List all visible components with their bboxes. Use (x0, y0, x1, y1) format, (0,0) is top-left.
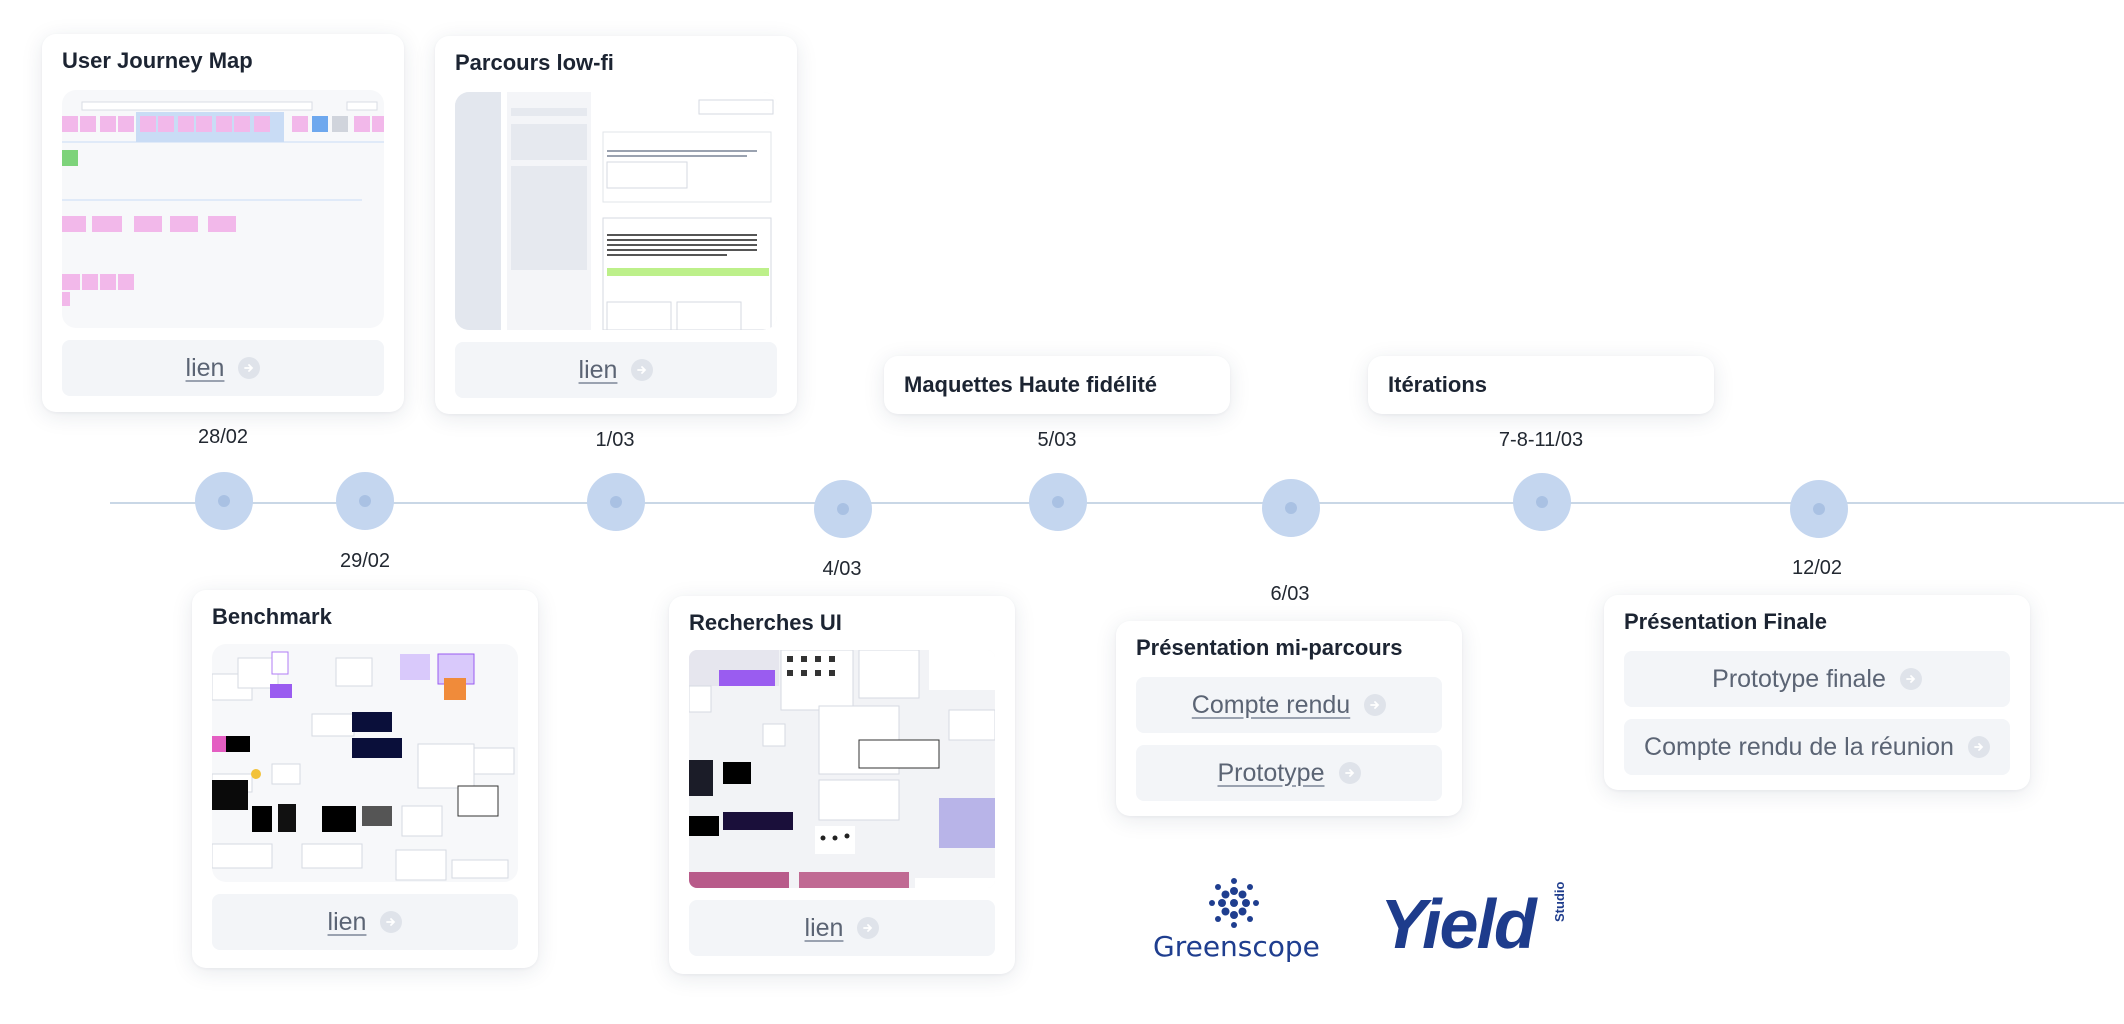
card-presentation-mi-parcours: Présentation mi-parcours Compte rendu Pr… (1116, 621, 1462, 816)
arrow-right-icon (1967, 736, 1990, 758)
link-button[interactable]: lien (689, 900, 995, 956)
date-label: 5/03 (1037, 429, 1077, 451)
link-label: Prototype (1217, 758, 1325, 787)
timeline-node[interactable] (195, 472, 253, 530)
yield-studio-logo: Yield Studio (1380, 882, 1600, 972)
card-title: Présentation mi-parcours (1136, 635, 1403, 660)
timeline-node[interactable] (336, 472, 394, 530)
card-title: Benchmark (212, 604, 332, 629)
journey-map-thumbnail[interactable] (62, 90, 384, 328)
date-label: 12/02 (1791, 557, 1843, 579)
benchmark-thumbnail[interactable] (212, 644, 518, 882)
link-label: Compte rendu de la réunion (1644, 732, 1954, 761)
studio-wordmark: Studio (1552, 881, 1567, 922)
date-label: 7-8-11/03 (1498, 429, 1584, 451)
arrow-right-icon (1899, 668, 1922, 690)
timeline-node[interactable] (1262, 479, 1320, 537)
link-label: lien (327, 907, 367, 936)
link-label: Prototype finale (1712, 664, 1886, 693)
card-benchmark: Benchmark (192, 590, 538, 968)
low-fi-thumbnail[interactable] (455, 92, 777, 330)
timeline-node[interactable] (814, 480, 872, 538)
date-label: 28/02 (197, 426, 249, 448)
prototype-finale-link[interactable]: Prototype finale (1624, 651, 2010, 707)
link-button[interactable]: lien (212, 894, 518, 950)
date-label: 6/03 (1270, 583, 1310, 605)
link-label: lien (185, 353, 225, 382)
yield-wordmark: Yield (1380, 885, 1537, 963)
card-title: Présentation Finale (1624, 609, 1827, 634)
card-parcours-low-fi: Parcours low-fi lien (435, 36, 797, 414)
card-maquettes-haute-fidelite[interactable]: Maquettes Haute fidélité (884, 356, 1230, 414)
link-label: lien (578, 355, 618, 384)
card-presentation-finale: Présentation Finale Prototype finale Com… (1604, 595, 2030, 790)
link-label: Compte rendu (1191, 690, 1351, 719)
card-title: Itérations (1388, 372, 1488, 397)
arrow-right-icon (1364, 694, 1387, 716)
date-label: 29/02 (339, 550, 391, 572)
timeline-axis (110, 502, 2124, 504)
arrow-right-icon (238, 357, 261, 379)
greenscope-flower-icon (1209, 878, 1259, 928)
card-title: Maquettes Haute fidélité (904, 372, 1158, 397)
card-recherches-ui: Recherches UI (669, 596, 1015, 974)
card-title: Parcours low-fi (455, 50, 614, 75)
greenscope-wordmark: Greenscope (1153, 930, 1320, 963)
arrow-right-icon (631, 359, 654, 381)
date-label: 4/03 (822, 558, 862, 580)
research-ui-thumbnail[interactable] (689, 650, 995, 888)
card-iterations[interactable]: Itérations (1368, 356, 1714, 414)
timeline-node[interactable] (1029, 473, 1087, 531)
card-user-journey-map: User Journey Map lien (42, 34, 404, 412)
link-button[interactable]: lien (455, 342, 777, 398)
card-title: Recherches UI (689, 610, 842, 635)
card-title: User Journey Map (62, 48, 253, 73)
greenscope-logo: Greenscope (1153, 878, 1320, 964)
compte-rendu-link[interactable]: Compte rendu (1136, 677, 1442, 733)
date-label: 1/03 (595, 429, 635, 451)
arrow-right-icon (857, 917, 880, 939)
compte-rendu-reunion-link[interactable]: Compte rendu de la réunion (1624, 719, 2010, 775)
arrow-right-icon (380, 911, 403, 933)
timeline-node[interactable] (587, 473, 645, 531)
link-label: lien (804, 913, 844, 942)
timeline-node[interactable] (1790, 480, 1848, 538)
link-button[interactable]: lien (62, 340, 384, 396)
timeline-node[interactable] (1513, 473, 1571, 531)
arrow-right-icon (1338, 762, 1361, 784)
prototype-link[interactable]: Prototype (1136, 745, 1442, 801)
